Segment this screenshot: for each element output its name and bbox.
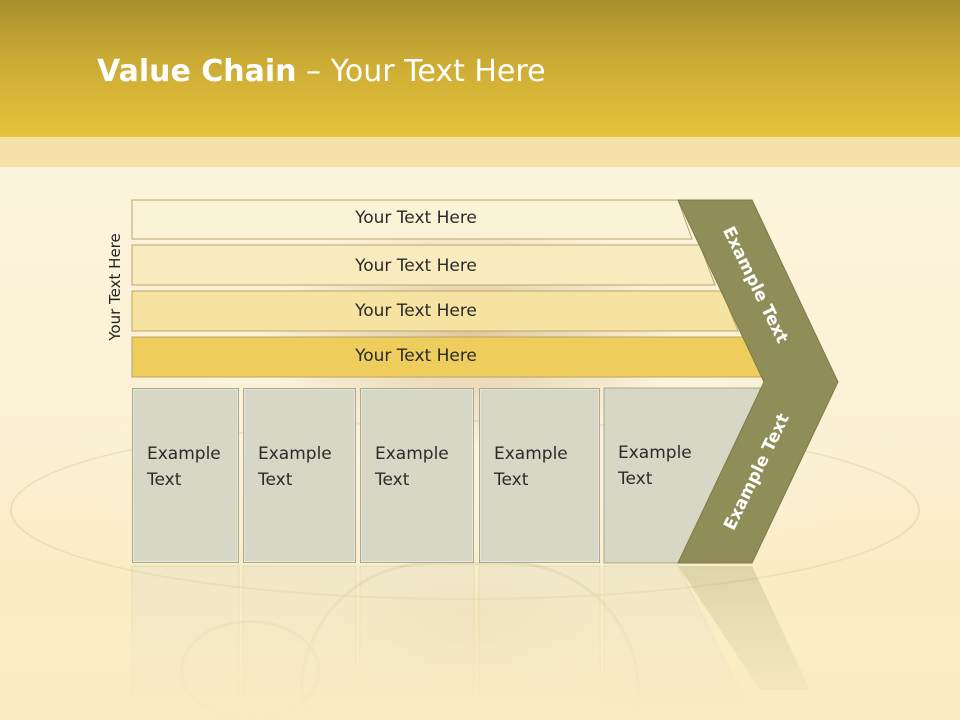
- box-line: Text: [494, 470, 529, 490]
- row-label[interactable]: Your Text Here: [355, 346, 477, 366]
- box-line: Example: [375, 444, 449, 464]
- box-line: Example: [618, 443, 692, 463]
- box-line: Text: [618, 469, 653, 489]
- row-shape: [131, 199, 693, 240]
- box-line: Text: [147, 470, 182, 490]
- title-bold: Value Chain: [97, 54, 297, 89]
- row-shape: [131, 244, 716, 286]
- box-line: Text: [258, 470, 293, 490]
- row-label[interactable]: Your Text Here: [355, 256, 477, 276]
- header-strip: [0, 137, 960, 167]
- slide-title: Value Chain – Your Text Here: [97, 54, 546, 89]
- box-line: Text: [375, 470, 410, 490]
- box-line: Example: [258, 444, 332, 464]
- row-label[interactable]: Your Text Here: [355, 301, 477, 321]
- box-line: Example: [147, 444, 221, 464]
- reflection-fade: [0, 565, 960, 720]
- header-bar: [0, 0, 960, 137]
- box-line: Example: [494, 444, 568, 464]
- title-rest: – Your Text Here: [296, 54, 546, 89]
- chevron-shape[interactable]: [677, 199, 839, 564]
- row-shape: [131, 290, 739, 332]
- row-label[interactable]: Your Text Here: [355, 208, 477, 228]
